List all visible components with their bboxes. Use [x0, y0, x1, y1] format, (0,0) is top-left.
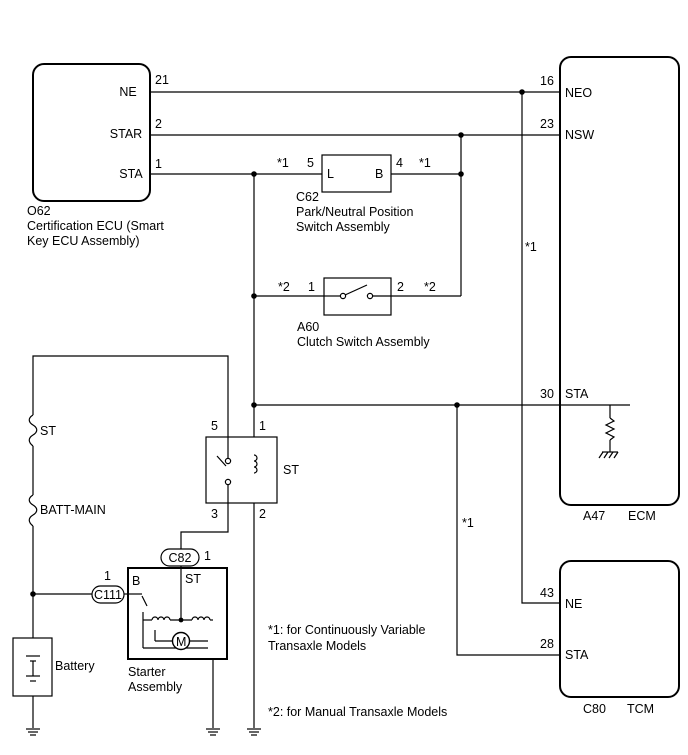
tcm-pin-sta-label: STA — [565, 648, 589, 662]
wire-tcm-sta — [456, 405, 560, 656]
ecm-pin-sta-num: 30 — [540, 387, 554, 401]
relay-pin-1: 1 — [259, 419, 266, 433]
st-relay: ST 5 1 3 2 — [205, 419, 299, 521]
clutch-id: A60 — [297, 320, 319, 334]
clutch-pin-left: 1 — [308, 280, 315, 294]
ecm-name: ECM — [628, 509, 656, 523]
ecm-pin-neo-label: NEO — [565, 86, 592, 100]
ecm-pin-nsw-label: NSW — [565, 128, 594, 142]
clutch-name: Clutch Switch Assembly — [297, 335, 430, 349]
connector-c82-pin: 1 — [204, 549, 211, 563]
fuse-st: ST — [28, 414, 56, 447]
junction-dot — [30, 591, 36, 597]
tcm-box — [559, 560, 680, 698]
park-neutral-switch-box — [321, 154, 392, 193]
starter-name-1: Starter — [128, 665, 166, 679]
connector-c82: C82 1 — [160, 548, 211, 567]
tcm-pin-ne-label: NE — [565, 597, 582, 611]
battery-label: Battery — [55, 659, 95, 673]
junction-dot — [454, 402, 460, 408]
pn-note-left: *1 — [277, 156, 289, 170]
relay-pin-5: 5 — [211, 419, 218, 433]
fuse-batt-main-label: BATT-MAIN — [40, 503, 106, 517]
connector-c111-id: C111 — [94, 588, 122, 602]
clutch-note-left: *2 — [278, 280, 290, 294]
wires — [32, 91, 630, 728]
clutch-switch: 1 2 *2 *2 A60 Clutch Switch Assembly — [278, 277, 436, 349]
starter-name-2: Assembly — [128, 680, 183, 694]
certification-ecu-name-2: Key ECU Assembly) — [27, 234, 140, 248]
ground-icon — [246, 728, 262, 736]
note-tcm-sta-branch: *1 — [462, 516, 474, 530]
ecm-pin-neo-num: 16 — [540, 74, 554, 88]
motor-icon — [171, 631, 191, 651]
certification-ecu-box — [32, 63, 151, 202]
battery: Battery — [12, 637, 95, 697]
ground-icon — [25, 728, 41, 736]
starter-term-st: ST — [185, 572, 201, 586]
ecm-pin-nsw-num: 23 — [540, 117, 554, 131]
st-relay-box — [205, 436, 278, 504]
ecu-pin-ne-num: 21 — [155, 73, 169, 87]
ecu-pin-sta-num: 1 — [155, 157, 162, 171]
junction-dots — [30, 89, 525, 597]
st-relay-name: ST — [283, 463, 299, 477]
wire-ne-tcm — [521, 92, 560, 604]
fuse-batt-main: BATT-MAIN — [28, 494, 106, 527]
pn-term-l: L — [327, 167, 334, 181]
ecu-pin-sta-label: STA — [119, 167, 143, 181]
connector-c111-pin: 1 — [104, 569, 111, 583]
park-neutral-switch: L B 5 4 *1 *1 C62 Park/Neutral Position … — [277, 154, 431, 234]
clutch-pin-right: 2 — [397, 280, 404, 294]
starter-assembly: B ST M Starter Assembly — [127, 567, 228, 694]
tcm-pin-sta-num: 28 — [540, 637, 554, 651]
tcm-pin-ne-num: 43 — [540, 586, 554, 600]
ecm-id: A47 — [583, 509, 605, 523]
ecu-pin-star-label: STAR — [110, 127, 142, 141]
junction-dot — [458, 171, 464, 177]
pn-name-1: Park/Neutral Position — [296, 205, 413, 219]
clutch-note-right: *2 — [424, 280, 436, 294]
pn-note-right: *1 — [419, 156, 431, 170]
starter-motor-label: M — [176, 635, 186, 649]
pn-name-2: Switch Assembly — [296, 220, 391, 234]
pn-pin-right: 4 — [396, 156, 403, 170]
footnote-1-line-1: *1: for Continuously Variable — [268, 623, 426, 637]
connector-c82-shape — [160, 548, 200, 567]
pn-pin-left: 5 — [307, 156, 314, 170]
junction-dot — [251, 402, 257, 408]
ecm: NEO 16 NSW 23 STA 30 A47 ECM — [540, 56, 680, 523]
certification-ecu-id: O62 — [27, 204, 51, 218]
ground-icon — [205, 728, 221, 736]
tcm: NE 43 STA 28 C80 TCM — [540, 560, 680, 716]
certification-ecu: NE 21 STAR 2 STA 1 O62 Certification ECU… — [27, 63, 169, 248]
connector-c82-id: C82 — [169, 551, 192, 565]
relay-pin-3: 3 — [211, 507, 218, 521]
ecm-internal-resistor — [598, 405, 619, 459]
tcm-name: TCM — [627, 702, 654, 716]
pn-term-b: B — [375, 167, 383, 181]
footnote-2: *2: for Manual Transaxle Models — [268, 705, 447, 719]
starter-term-b: B — [132, 574, 140, 588]
pn-id: C62 — [296, 190, 319, 204]
junction-dot — [458, 132, 464, 138]
relay-pin-2: 2 — [259, 507, 266, 521]
ecm-pin-sta-label: STA — [565, 387, 589, 401]
wire-st-feed — [32, 355, 229, 437]
connector-c111-shape — [91, 585, 125, 604]
certification-ecu-name-1: Certification ECU (Smart — [27, 219, 164, 233]
junction-dot — [251, 293, 257, 299]
ecm-box — [559, 56, 680, 506]
connector-c111: C111 1 — [91, 569, 125, 604]
note-ne-branch: *1 — [525, 240, 537, 254]
wire-relay-c82 — [180, 503, 229, 549]
junction-dot — [519, 89, 525, 95]
footnote-1-line-2: Transaxle Models — [268, 639, 366, 653]
junction-dot — [251, 171, 257, 177]
fuse-st-label: ST — [40, 424, 56, 438]
ecu-pin-star-num: 2 — [155, 117, 162, 131]
ecu-pin-ne-label: NE — [119, 85, 136, 99]
tcm-id: C80 — [583, 702, 606, 716]
